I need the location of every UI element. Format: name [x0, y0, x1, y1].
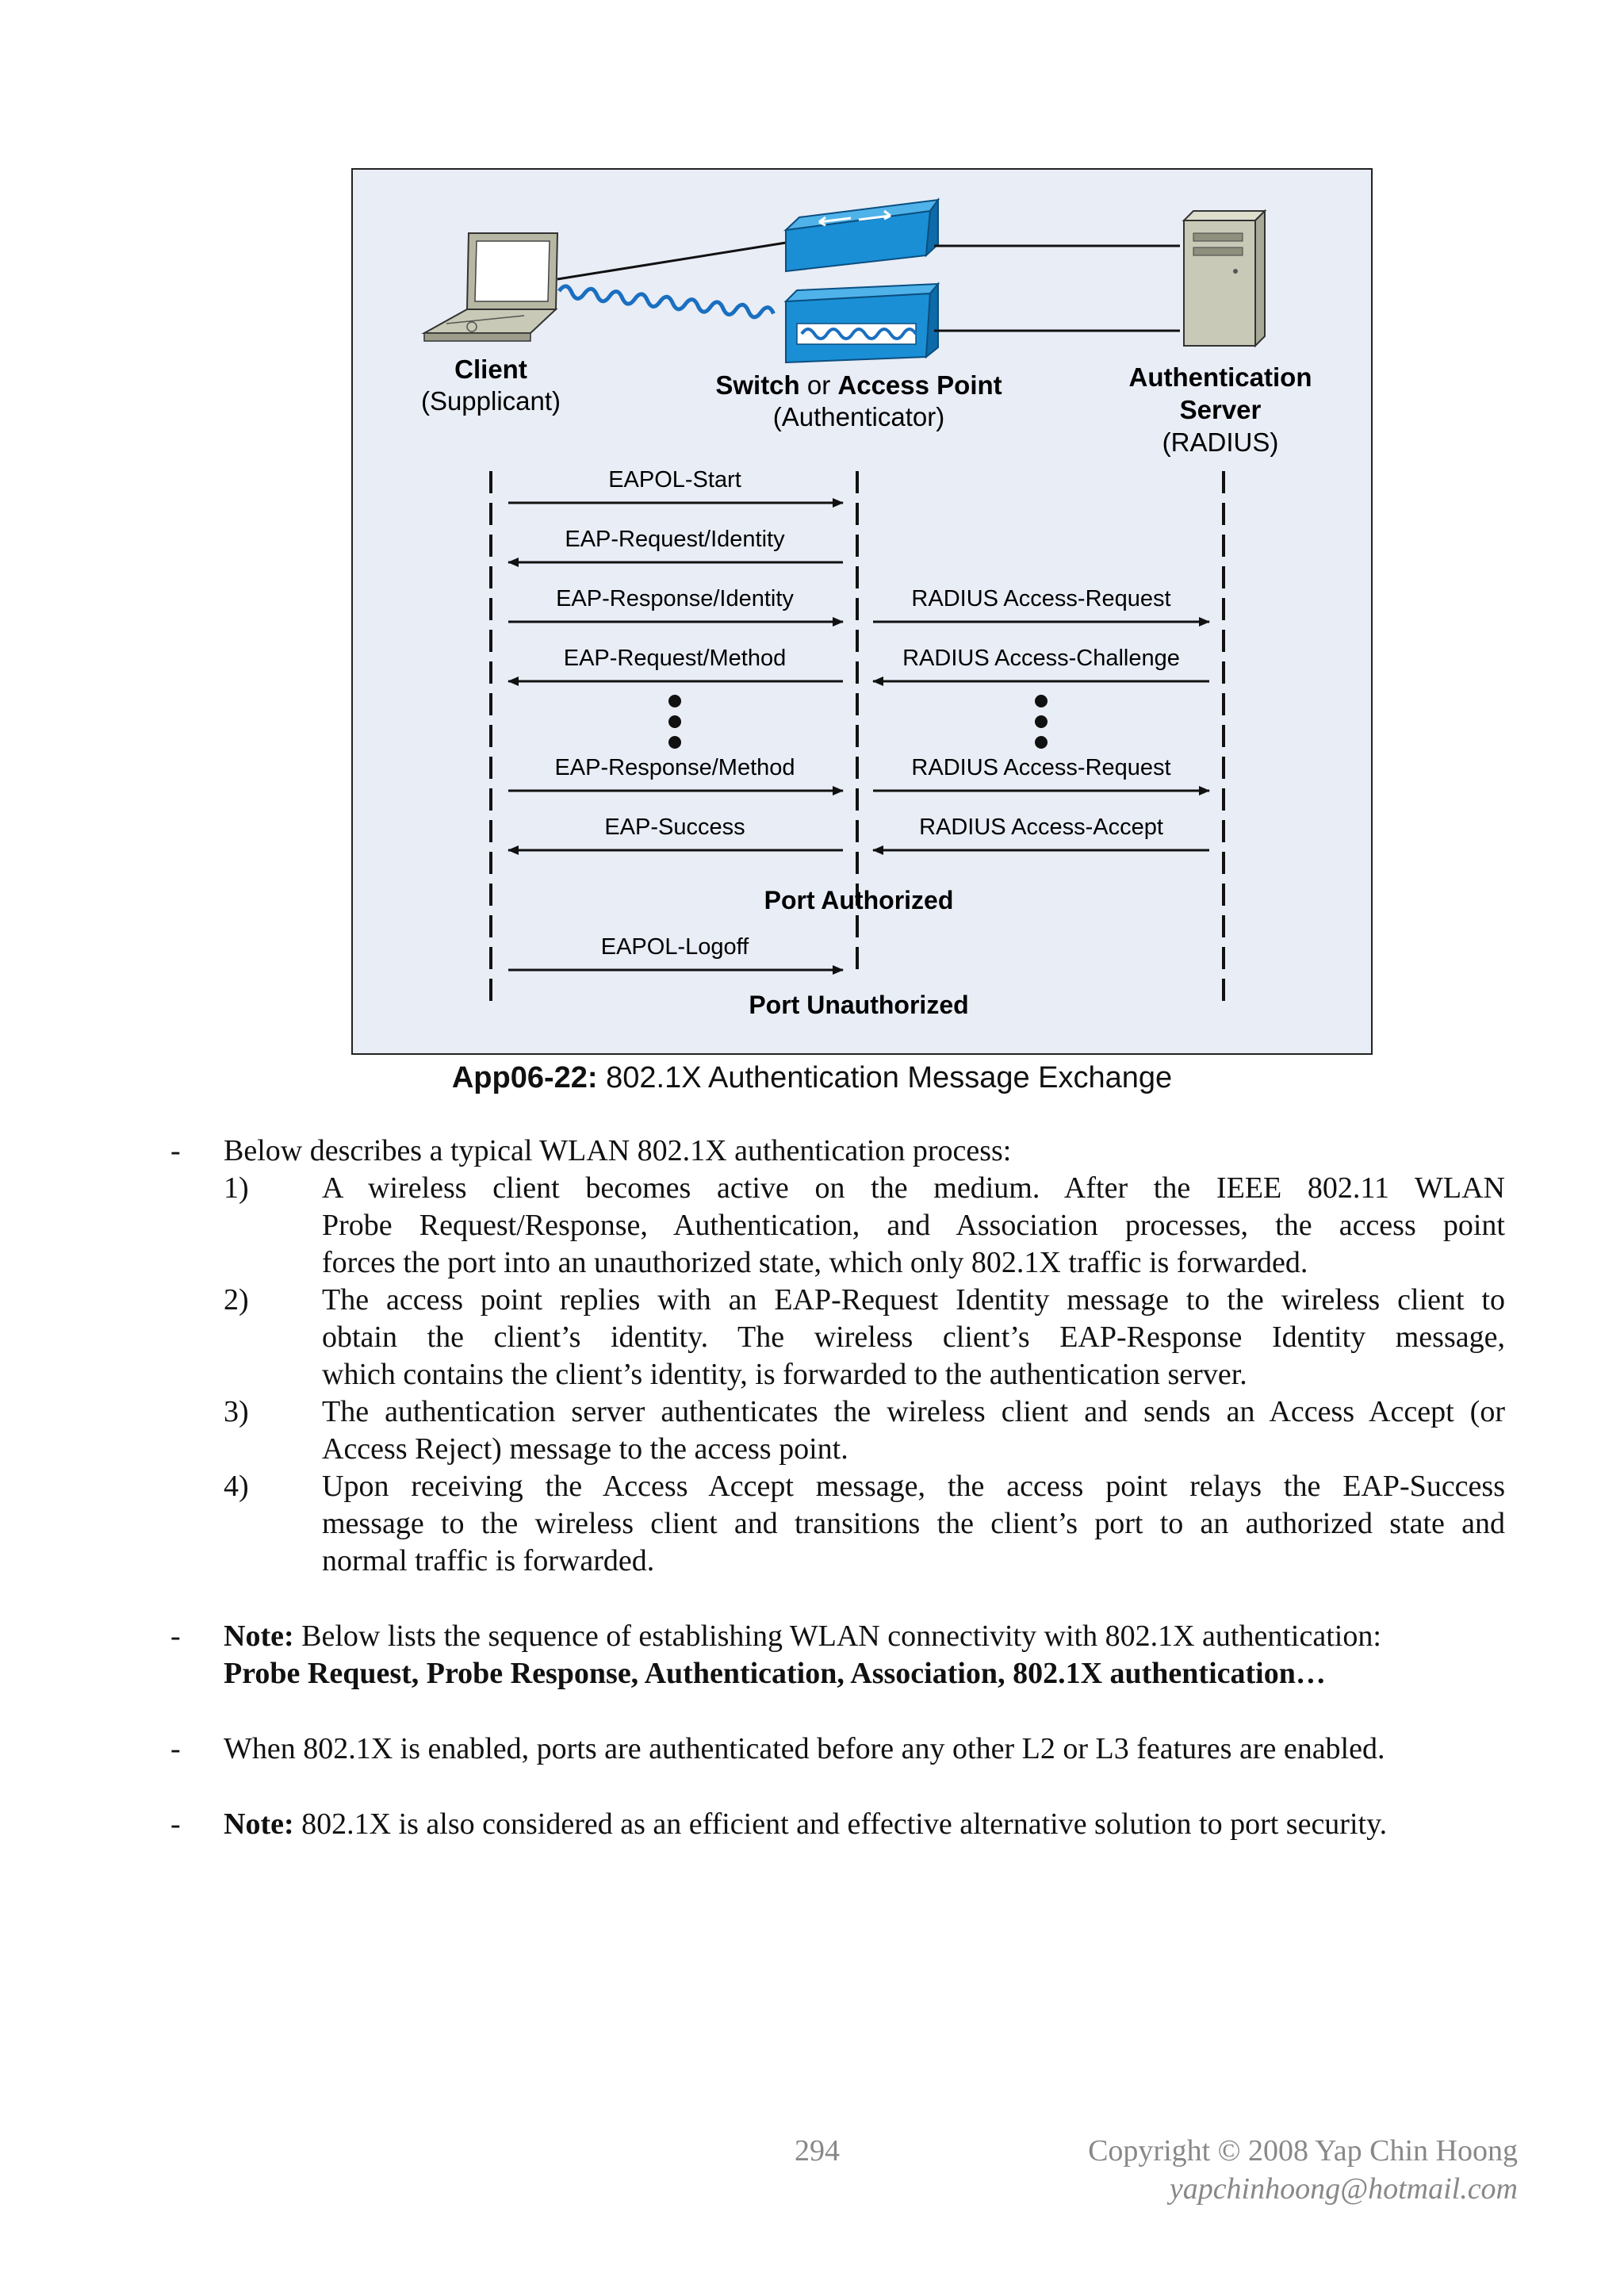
port-authorized-label: Port Authorized — [764, 886, 954, 914]
msg-eap-request-method: EAP-Request/Method — [564, 646, 786, 671]
caption-label: App06-22: — [451, 1061, 598, 1094]
msg-radius-access-challenge: RADIUS Access-Challenge — [902, 646, 1180, 671]
step-number: 4) — [224, 1470, 249, 1503]
msg-eap-request-identity: EAP-Request/Identity — [565, 527, 785, 552]
figure-caption: App06-22: 802.1X Authentication Message … — [0, 1061, 1624, 1095]
step-number: 1) — [224, 1171, 249, 1205]
step-3-line-1: The authentication server authenticates … — [322, 1395, 1505, 1428]
msg-radius-access-accept: RADIUS Access-Accept — [919, 815, 1163, 840]
client-sub-label: (Supplicant) — [421, 386, 561, 416]
access-point-icon — [783, 282, 940, 364]
auth-server-sub-label: (RADIUS) — [1162, 427, 1279, 457]
client-label: Client — [454, 355, 527, 384]
copyright-text: Copyright © 2008 Yap Chin Hoong — [1088, 2134, 1518, 2168]
laptop-icon — [421, 232, 559, 342]
msg-radius-access-request-2: RADIUS Access-Request — [911, 755, 1170, 780]
step-1-line-3: forces the port into an unauthorized sta… — [322, 1246, 1308, 1279]
msg-eap-success: EAP-Success — [604, 815, 745, 840]
step-4-line-1: Upon receiving the Access Accept message… — [322, 1470, 1505, 1503]
ellipsis-dots-left — [668, 695, 681, 749]
step-number: 3) — [224, 1395, 249, 1428]
wireless-signal-icon — [557, 284, 776, 320]
msg-eap-response-identity: EAP-Response/Identity — [556, 586, 794, 611]
bullet-dash: - — [170, 1732, 181, 1765]
bullet-dash: - — [170, 1134, 181, 1167]
auth-server-label-1: Authentication — [1129, 362, 1312, 392]
switch-icon — [783, 197, 940, 273]
step-1-line-1: A wireless client becomes active on the … — [322, 1171, 1505, 1205]
step-2-line-3: which contains the client’s identity, is… — [322, 1358, 1247, 1391]
intro-text: Below describes a typical WLAN 802.1X au… — [224, 1134, 1012, 1167]
note-1: Note: Below lists the sequence of establ… — [224, 1618, 1381, 1655]
step-4-line-3: normal traffic is forwarded. — [322, 1544, 655, 1577]
caption-text: 802.1X Authentication Message Exchange — [606, 1061, 1173, 1094]
note-1-label: Note: — [224, 1619, 294, 1653]
msg-radius-access-request-1: RADIUS Access-Request — [911, 586, 1170, 611]
page-number: 294 — [795, 2134, 840, 2168]
step-3-line-2: Access Reject) message to the access poi… — [322, 1432, 848, 1466]
step-2-line-1: The access point replies with an EAP-Req… — [322, 1283, 1505, 1317]
auth-server-label-2: Server — [1180, 395, 1262, 424]
ellipsis-dots-right — [1035, 695, 1048, 749]
authenticator-label: Switch or Access Point — [715, 370, 1002, 400]
note-1-text: Below lists the sequence of establishing… — [293, 1619, 1381, 1653]
port-unauthorized-label: Port Unauthorized — [749, 991, 968, 1019]
wired-link-client-switch — [557, 241, 787, 281]
server-icon — [1182, 209, 1267, 348]
author-email: yapchinhoong@hotmail.com — [1169, 2172, 1518, 2206]
note-1-sequence: Probe Request, Probe Response, Authentic… — [224, 1657, 1326, 1690]
step-1-line-2: Probe Request/Response, Authentication, … — [322, 1209, 1505, 1242]
bullet-dash: - — [170, 1807, 181, 1841]
bullet-3-text: When 802.1X is enabled, ports are authen… — [224, 1732, 1385, 1765]
note-2-text: 802.1X is also considered as an efficien… — [293, 1807, 1388, 1841]
msg-eapol-logoff: EAPOL-Logoff — [601, 934, 749, 960]
step-2-line-2: obtain the client’s identity. The wirele… — [322, 1320, 1505, 1354]
step-number: 2) — [224, 1283, 249, 1317]
msg-eap-response-method: EAP-Response/Method — [554, 755, 795, 780]
step-4-line-2: message to the wireless client and trans… — [322, 1507, 1505, 1540]
note-2: Note: 802.1X is also considered as an ef… — [224, 1806, 1387, 1843]
msg-eapol-start: EAPOL-Start — [608, 467, 741, 493]
authenticator-sub-label: (Authenticator) — [773, 402, 944, 431]
auth-exchange-diagram: Client (Supplicant) Switch or Access Poi… — [421, 197, 1312, 1019]
note-2-label: Note: — [224, 1807, 294, 1841]
bullet-dash: - — [170, 1619, 181, 1653]
